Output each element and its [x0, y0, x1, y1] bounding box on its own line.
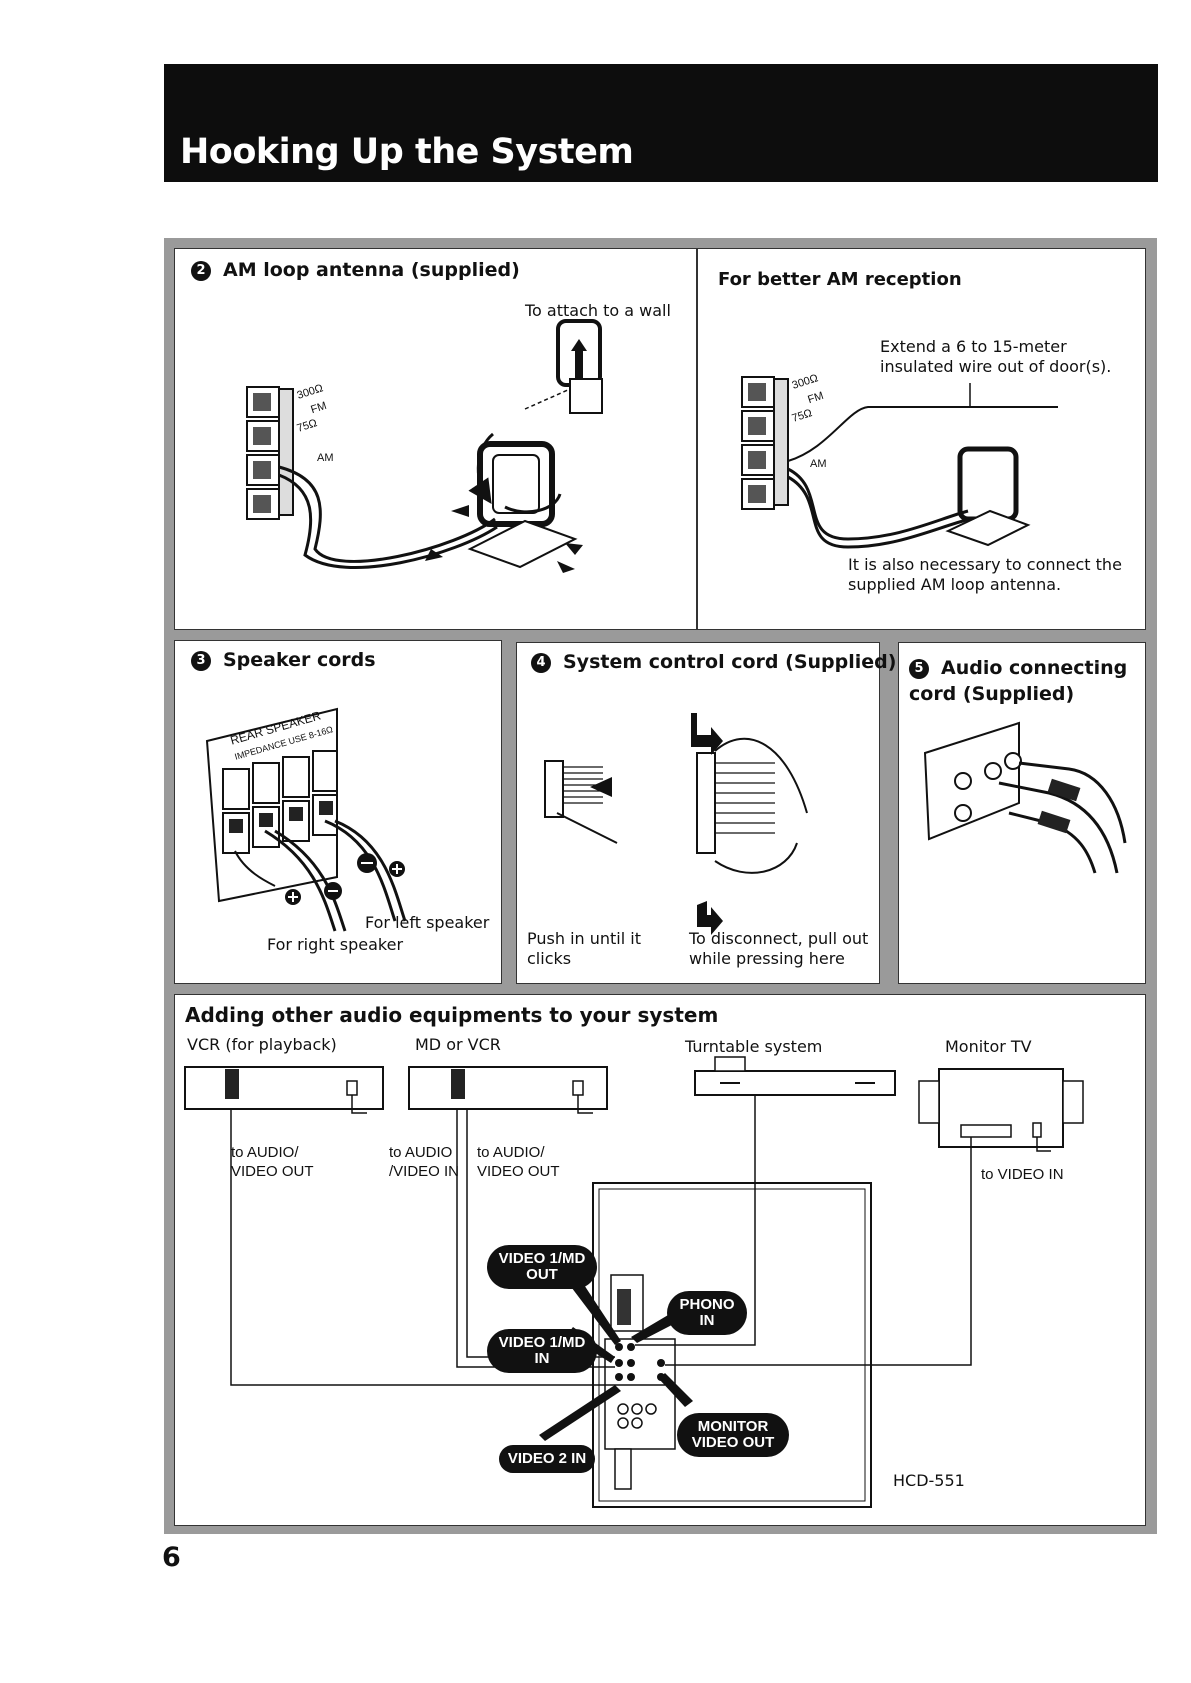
device-turntable: Turntable system — [685, 1037, 823, 1056]
header-bar — [164, 64, 1158, 182]
other-equipment-panel: Adding other audio equipments to your sy… — [174, 994, 1146, 1526]
speaker-terminal-illustration — [205, 707, 407, 932]
jack-video1-md-in: VIDEO 1/MD IN — [487, 1329, 597, 1373]
better-am-title: For better AM reception — [718, 269, 962, 290]
device-vcr-playback: VCR (for playback) — [187, 1035, 337, 1054]
disconnect-caption: To disconnect, pull out while pressing h… — [689, 929, 869, 968]
jack-video2-in: VIDEO 2 IN — [499, 1445, 595, 1473]
conn-md-in: to AUDIO/VIDEO IN — [389, 1144, 460, 1180]
audio-jack-illustration — [923, 721, 1127, 874]
conn-vcr-out: to AUDIO/VIDEO OUT — [231, 1144, 314, 1180]
other-equipment-title: Adding other audio equipments to your sy… — [185, 1003, 719, 1027]
better-am-illustration — [741, 376, 1058, 549]
better-am-panel: For better AM reception Extend a 6 to 15… — [697, 248, 1146, 630]
terminal-label-am: AM — [810, 458, 827, 470]
jack-phono-in: PHONO IN — [667, 1291, 747, 1335]
model-label: HCD-551 — [893, 1471, 965, 1490]
terminal-label-am: AM — [317, 452, 334, 464]
device-md-or-vcr: MD or VCR — [415, 1035, 501, 1054]
page-number: 6 — [162, 1542, 181, 1573]
wire-note: Extend a 6 to 15-meter insulated wire ou… — [880, 337, 1112, 376]
right-speaker-caption: For right speaker — [267, 935, 404, 954]
push-caption: Push in until it clicks — [527, 929, 641, 968]
am-antenna-illustration — [246, 319, 603, 573]
step-marker: 2 — [191, 261, 211, 281]
jack-video1-md-out: VIDEO 1/MD OUT — [487, 1245, 597, 1289]
page-title: Hooking Up the System — [180, 132, 634, 172]
loop-note: It is also necessary to connect the supp… — [848, 555, 1122, 594]
conn-md-out: to AUDIO/VIDEO OUT — [477, 1144, 560, 1180]
connection-diagram — [184, 1056, 1084, 1508]
left-speaker-caption: For left speaker — [365, 913, 490, 932]
conn-tv-in: to VIDEO IN — [981, 1166, 1064, 1183]
connector-illustration — [544, 713, 808, 935]
device-monitor-tv: Monitor TV — [945, 1037, 1032, 1056]
jack-monitor-video-out: MONITOR VIDEO OUT — [677, 1413, 789, 1457]
wall-caption: To attach to a wall — [525, 301, 671, 320]
